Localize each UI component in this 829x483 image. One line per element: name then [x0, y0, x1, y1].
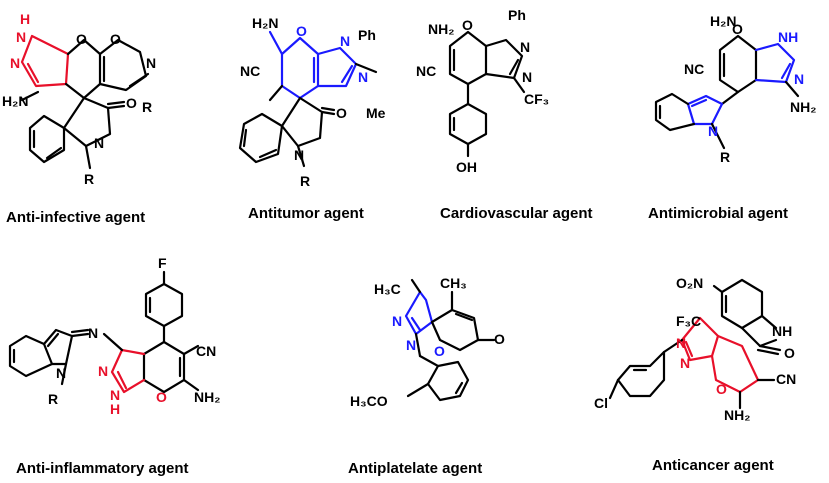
- atom-n: N: [10, 55, 20, 71]
- atom-h3co: H₃CO: [350, 393, 388, 409]
- atom-f: F: [158, 255, 167, 271]
- atom-nh: NH: [778, 29, 798, 45]
- atom-r: R: [48, 391, 58, 407]
- atom-n: N: [794, 71, 804, 87]
- atom-nc: NC: [416, 63, 436, 79]
- atom-o: O: [336, 105, 347, 121]
- atom-n: N: [294, 147, 304, 163]
- atom-cn: CN: [196, 343, 216, 359]
- atom-n: N: [520, 39, 530, 55]
- atom-h2n: H₂N: [2, 93, 28, 109]
- atom-o: O: [126, 95, 137, 111]
- atom-o: O: [494, 331, 505, 347]
- atom-cn: CN: [776, 371, 796, 387]
- atom-ph: Ph: [508, 7, 526, 23]
- atom-n: N: [676, 335, 686, 351]
- atom-n: N: [406, 337, 416, 353]
- atom-cl: Cl: [594, 395, 608, 411]
- atom-r: R: [84, 171, 94, 187]
- structure-anti-infective: H N N O O N H₂N R O N R: [2, 11, 156, 187]
- atom-nc: NC: [684, 61, 704, 77]
- atom-n: N: [110, 387, 120, 403]
- atom-o: O: [296, 23, 307, 39]
- atom-o: O: [462, 17, 473, 33]
- atom-nh2: NH₂: [194, 389, 220, 405]
- atom-o: O: [732, 21, 743, 37]
- atom-nh2: NH₂: [724, 407, 750, 423]
- atom-h: H: [110, 401, 120, 417]
- structure-antimicrobial: H₂N O NH NC N NH₂ N R: [654, 13, 816, 165]
- atom-nh2: NH₂: [790, 99, 816, 115]
- atom-n: N: [680, 355, 690, 371]
- atom-n: N: [522, 69, 532, 85]
- atom-ch3: CH₃: [440, 275, 467, 291]
- atom-nh2: NH₂: [428, 21, 454, 37]
- atom-h: H: [20, 11, 30, 27]
- caption-antiplatelate: Antiplatelate agent: [348, 460, 482, 477]
- structure-anti-inflammatory: F N CN N R N N H O NH₂: [8, 255, 220, 417]
- atom-r: R: [720, 149, 730, 165]
- atom-n: N: [340, 33, 350, 49]
- atom-oh: OH: [456, 159, 477, 175]
- atom-r: R: [300, 173, 310, 189]
- atom-o: O: [110, 31, 121, 47]
- atom-ph: Ph: [358, 27, 376, 43]
- caption-anti-infective: Anti-infective agent: [6, 209, 145, 226]
- caption-anti-inflammatory: Anti-inflammatory agent: [16, 460, 189, 477]
- caption-cardiovascular: Cardiovascular agent: [440, 205, 593, 222]
- atom-n: N: [94, 135, 104, 151]
- caption-anticancer: Anticancer agent: [652, 457, 774, 474]
- structure-antitumor: H₂N O N Ph NC N Me O N R: [238, 15, 386, 189]
- atom-h2n: H₂N: [252, 15, 278, 31]
- atom-o: O: [76, 31, 87, 47]
- atom-n: N: [56, 365, 66, 381]
- atom-me: Me: [366, 105, 386, 121]
- structure-anticancer: O₂N F₃C NH N N O Cl O CN NH₂: [594, 275, 796, 423]
- atom-r: R: [142, 99, 152, 115]
- atom-o: O: [434, 343, 445, 359]
- atom-nc: NC: [240, 63, 260, 79]
- atom-n: N: [146, 55, 156, 71]
- atom-o: O: [156, 389, 167, 405]
- atom-h2n: H₂N: [710, 13, 736, 29]
- atom-cf3: CF₃: [524, 91, 549, 107]
- atom-n: N: [358, 69, 368, 85]
- atom-o: O: [716, 381, 727, 397]
- caption-antitumor: Antitumor agent: [248, 205, 364, 222]
- atom-n: N: [708, 123, 718, 139]
- atom-nh: NH: [772, 323, 792, 339]
- atom-o2n: O₂N: [676, 275, 703, 291]
- atom-f3c: F₃C: [676, 313, 701, 329]
- atom-o: O: [784, 345, 795, 361]
- atom-n: N: [98, 363, 108, 379]
- structure-antiplatelate: H₃C CH₃ N N O O H₃CO: [350, 275, 505, 409]
- structure-cardiovascular: NH₂ O Ph N NC N CF₃ OH: [416, 7, 549, 175]
- atom-h3c: H₃C: [374, 281, 401, 297]
- atom-n: N: [88, 325, 98, 341]
- atom-n: N: [16, 29, 26, 45]
- atom-n: N: [392, 313, 402, 329]
- caption-antimicrobial: Antimicrobial agent: [648, 205, 788, 222]
